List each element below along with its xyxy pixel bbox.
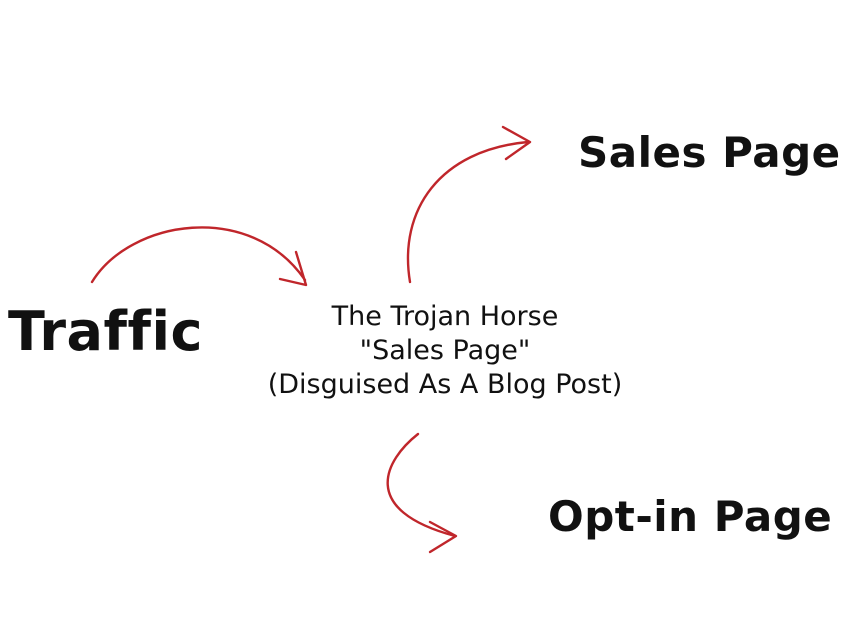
arrow-trojan-horse-to-sales-page bbox=[406, 125, 532, 284]
trojan-horse-title: The Trojan Horse bbox=[331, 301, 559, 332]
trojan-horse-note: (Disguised As A Blog Post) bbox=[267, 369, 623, 400]
arrow-head bbox=[501, 125, 532, 161]
arrow-head bbox=[428, 520, 458, 554]
trojan-horse-node: The Trojan Horse "Sales Page" (Disguised… bbox=[240, 300, 650, 402]
arrow-shaft bbox=[90, 226, 307, 284]
trojan-horse-subtitle: "Sales Page" bbox=[359, 335, 531, 366]
traffic-label: Traffic bbox=[8, 300, 203, 363]
arrow-head bbox=[278, 250, 308, 287]
arrow-traffic-to-trojan-horse bbox=[90, 226, 308, 287]
sales-page-label: Sales Page bbox=[578, 128, 841, 177]
arrow-shaft bbox=[386, 432, 457, 538]
optin-page-label: Opt-in Page bbox=[548, 492, 833, 541]
arrow-shaft bbox=[406, 140, 530, 284]
arrow-trojan-horse-to-optin-page bbox=[386, 432, 458, 554]
